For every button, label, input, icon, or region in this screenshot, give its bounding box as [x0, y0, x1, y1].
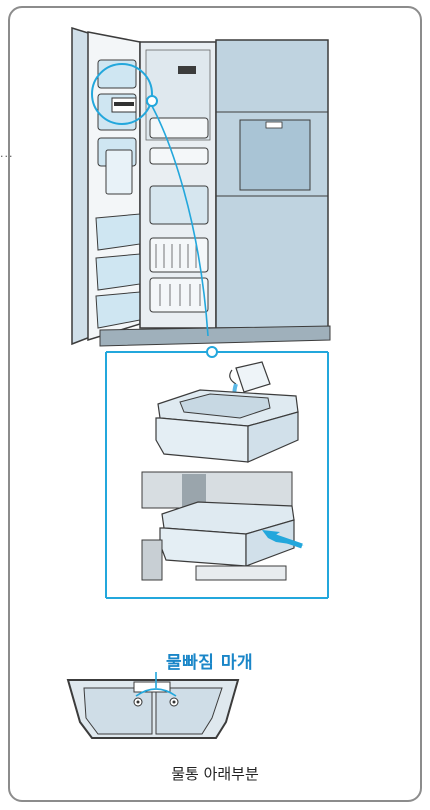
drain-stopper-label: 물빠짐 마개 [166, 648, 253, 673]
tank-bottom-view [68, 672, 238, 738]
refrigerator-illustration [72, 28, 330, 357]
water-tank-detail-box [106, 352, 328, 598]
tank-bottom-caption: 물통 아래부분 [0, 763, 430, 784]
